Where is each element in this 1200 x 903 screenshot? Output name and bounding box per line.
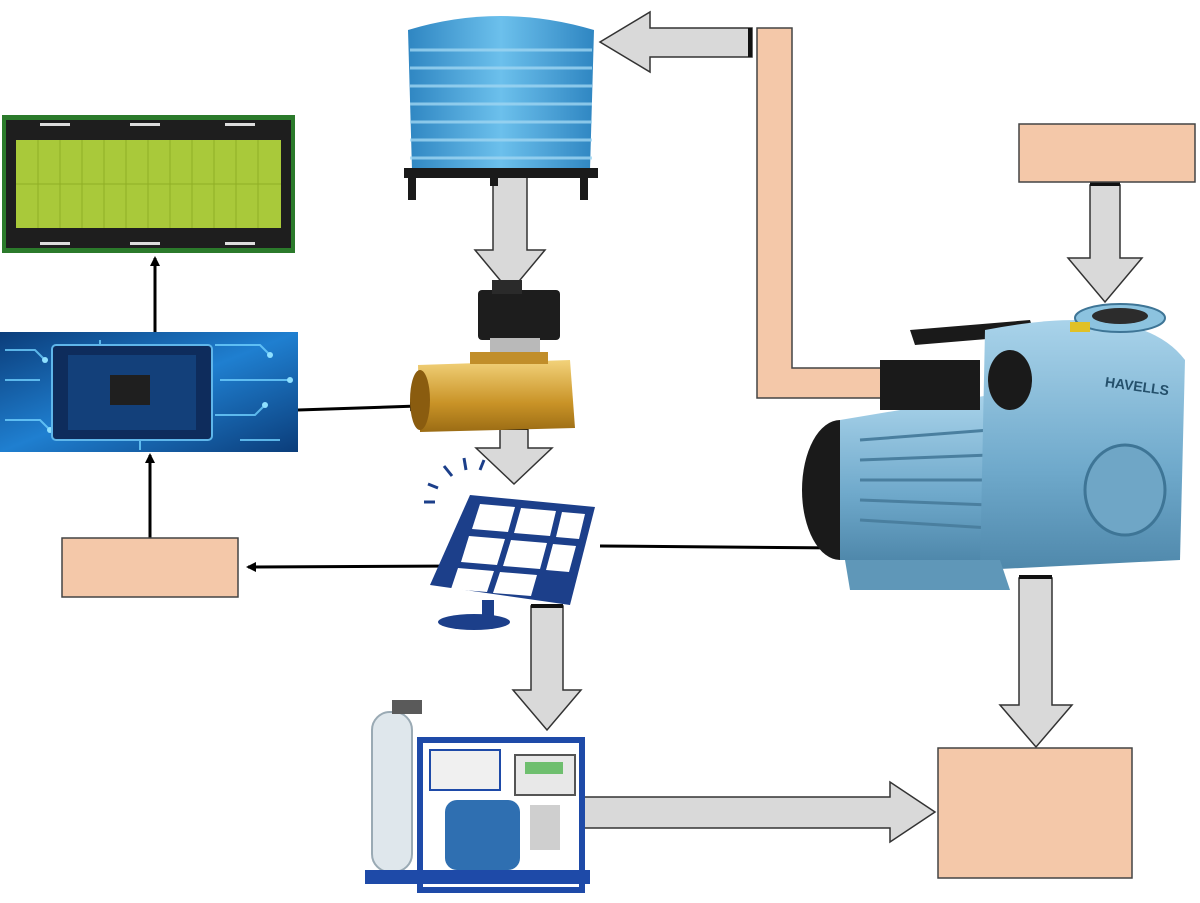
line-mcu-to-valve	[297, 401, 420, 412]
output-box	[937, 747, 1133, 879]
arrow-ro-to-output	[579, 780, 937, 844]
controller-input-box	[61, 537, 239, 598]
arrow-pump-to-output	[998, 575, 1074, 749]
line-solar-to-box	[246, 561, 459, 572]
arrow-input-to-pump	[1066, 182, 1144, 304]
arrow-solar-to-ro	[511, 604, 583, 732]
pump-input-box	[1018, 123, 1196, 183]
arrow-tank-to-valve	[473, 162, 547, 294]
solar-panel-icon	[424, 457, 595, 630]
water-pump-icon: HAVELLS	[802, 303, 1185, 590]
line-solar-to-pump	[599, 542, 844, 553]
ro-filter-unit-icon	[365, 700, 590, 893]
solenoid-valve-icon	[410, 280, 575, 432]
arrow-valve-to-solar	[474, 426, 554, 486]
microchip-icon	[0, 332, 298, 452]
lcd-display-icon	[2, 115, 295, 253]
water-tank-icon	[404, 16, 598, 200]
pipe-pump-to-tank	[598, 10, 895, 399]
